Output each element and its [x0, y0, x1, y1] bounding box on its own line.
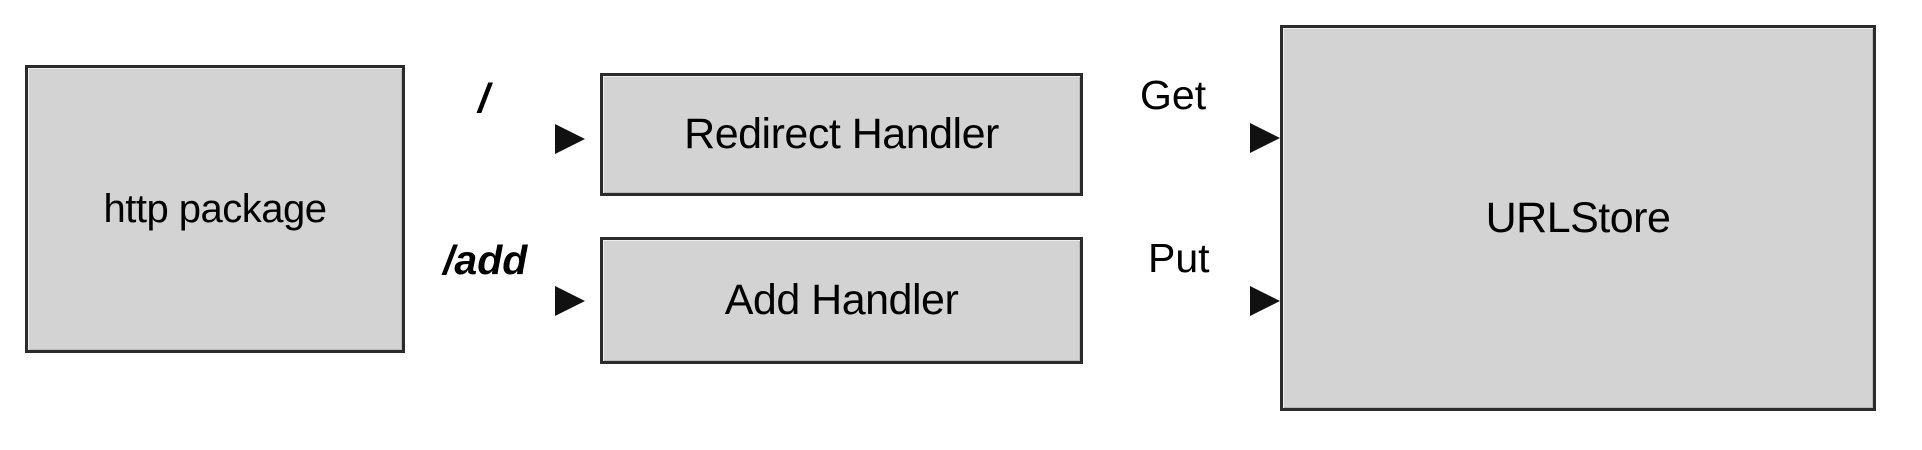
node-http-package[interactable]: http package [25, 65, 405, 353]
node-redirect-handler-label: Redirect Handler [684, 110, 999, 158]
node-http-package-label: http package [103, 186, 327, 231]
node-urlstore-label: URLStore [1485, 193, 1671, 242]
arrow-head-icon [555, 124, 585, 154]
edge-label-get: Get [1140, 72, 1207, 118]
edge-label-add: /add [443, 237, 528, 283]
node-redirect-handler[interactable]: Redirect Handler [600, 73, 1083, 196]
node-urlstore[interactable]: URLStore [1280, 25, 1876, 411]
edge-label-put: Put [1148, 235, 1210, 281]
node-add-handler-label: Add Handler [724, 276, 959, 324]
node-add-handler[interactable]: Add Handler [600, 237, 1083, 364]
arrow-head-icon [1250, 286, 1280, 316]
arrow-head-icon [555, 286, 585, 316]
edge-label-root: / [478, 75, 490, 121]
arrow-head-icon [1250, 123, 1280, 153]
